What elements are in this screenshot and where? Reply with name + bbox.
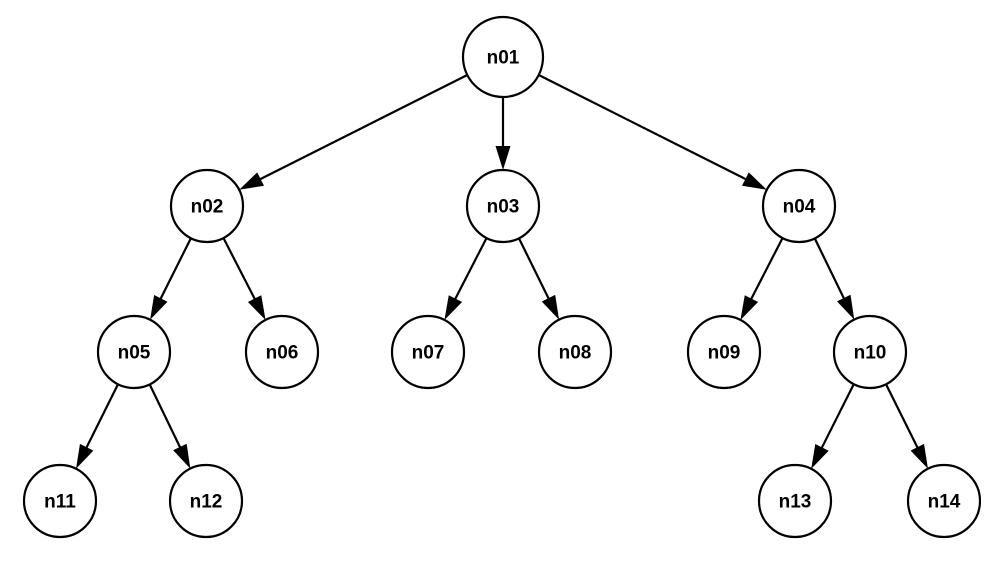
node-n07[interactable]: n07 <box>390 314 466 390</box>
node-circle[interactable] <box>757 463 833 539</box>
edge-n03-to-n07 <box>444 237 488 320</box>
edge-line <box>148 383 182 450</box>
node-n05[interactable]: n05 <box>96 314 172 390</box>
node-label: n09 <box>708 343 741 364</box>
arrowhead-icon <box>239 172 264 190</box>
edge-n02-to-n05 <box>150 237 192 320</box>
edge-line <box>517 237 551 301</box>
node-label: n03 <box>487 197 520 218</box>
arrowhead-icon <box>837 294 855 320</box>
node-circle[interactable] <box>22 463 98 539</box>
node-circle[interactable] <box>390 314 466 390</box>
node-label: n13 <box>779 492 812 513</box>
node-n01[interactable]: n01 <box>461 15 545 99</box>
edge-n04-to-n10 <box>813 237 855 320</box>
edge-n03-to-n08 <box>517 237 560 320</box>
edge-line <box>222 237 257 301</box>
node-label: n08 <box>559 343 592 364</box>
arrowhead-icon <box>541 294 560 320</box>
node-label: n14 <box>928 492 961 513</box>
edge-line <box>453 237 488 301</box>
node-label: n04 <box>783 197 816 218</box>
node-circle[interactable] <box>832 314 908 390</box>
edge-line <box>885 383 920 450</box>
node-n04[interactable]: n04 <box>761 168 837 244</box>
node-n13[interactable]: n13 <box>757 463 833 539</box>
node-circle[interactable] <box>465 168 541 244</box>
node-label: n02 <box>191 197 224 218</box>
edge-n10-to-n13 <box>811 383 855 469</box>
node-n10[interactable]: n10 <box>832 314 908 390</box>
node-label: n07 <box>412 343 445 364</box>
arrowhead-icon <box>150 294 168 320</box>
edge-line <box>158 237 192 301</box>
node-n02[interactable]: n02 <box>169 168 245 244</box>
edge-n02-to-n06 <box>222 237 266 320</box>
arrowhead-icon <box>811 444 829 469</box>
node-label: n11 <box>44 492 76 513</box>
node-n11[interactable]: n11 <box>22 463 98 539</box>
arrowhead-icon <box>742 172 767 190</box>
node-label: n12 <box>190 492 223 513</box>
edge-n01-to-n02 <box>239 74 468 190</box>
arrowhead-icon <box>173 443 191 469</box>
nodes-layer: n01 n02 n03 n04 n05 n06 n07 n08 n09 n10 n11 n12 n13 n… <box>22 15 982 539</box>
node-circle[interactable] <box>168 463 244 539</box>
node-label: n10 <box>854 343 887 364</box>
edge-line <box>820 383 855 450</box>
edge-n04-to-n09 <box>740 237 784 320</box>
node-n08[interactable]: n08 <box>537 314 613 390</box>
node-n09[interactable]: n09 <box>686 314 762 390</box>
edge-line <box>258 74 468 181</box>
node-n06[interactable]: n06 <box>244 314 320 390</box>
edge-line <box>813 237 846 301</box>
edge-n01-to-n03 <box>495 97 511 170</box>
node-n14[interactable]: n14 <box>906 463 982 539</box>
node-circle[interactable] <box>537 314 613 390</box>
arrowhead-icon <box>740 295 759 320</box>
arrowhead-icon <box>444 295 463 320</box>
edge-line <box>538 74 748 181</box>
edge-n05-to-n11 <box>76 383 119 469</box>
node-circle[interactable] <box>169 168 245 244</box>
edge-line <box>749 237 784 301</box>
node-n03[interactable]: n03 <box>465 168 541 244</box>
node-circle[interactable] <box>686 314 762 390</box>
node-circle[interactable] <box>906 463 982 539</box>
node-label: n01 <box>487 48 520 69</box>
node-circle[interactable] <box>761 168 837 244</box>
node-circle[interactable] <box>244 314 320 390</box>
edge-line <box>84 383 119 450</box>
arrowhead-icon <box>247 295 266 320</box>
node-label: n05 <box>118 343 151 364</box>
node-circle[interactable] <box>96 314 172 390</box>
arrowhead-icon <box>76 443 94 469</box>
edge-n01-to-n04 <box>538 74 767 190</box>
arrowhead-icon <box>910 443 928 469</box>
node-circle[interactable] <box>461 15 545 99</box>
arrowhead-icon <box>495 146 511 170</box>
node-label: n06 <box>266 343 299 364</box>
edge-n10-to-n14 <box>885 383 928 469</box>
edge-n05-to-n12 <box>148 383 191 469</box>
node-n12[interactable]: n12 <box>168 463 244 539</box>
edges-layer <box>76 74 928 469</box>
